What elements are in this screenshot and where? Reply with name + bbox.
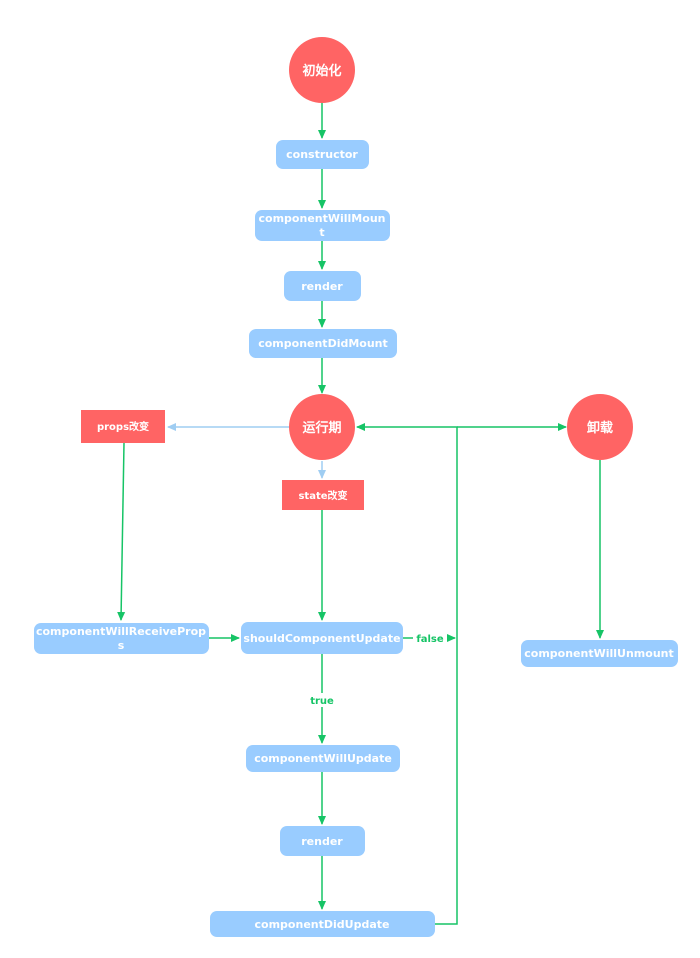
svg-text:卸载: 卸载 [587,420,613,436]
state-changed-node: state改变 [282,480,364,510]
render-update-node: render [280,826,365,856]
svg-text:constructor: constructor [286,148,358,161]
state-unload: 卸载 [567,394,633,460]
state-init: 初始化 [289,37,355,103]
edge-labels: false true [308,631,447,707]
svg-text:t: t [319,226,324,239]
svg-text:state改变: state改变 [298,489,347,502]
svg-text:componentDidUpdate: componentDidUpdate [255,918,390,931]
should-component-update-node: shouldComponentUpdate [241,622,403,654]
component-will-unmount-node: componentWillUnmount [521,640,678,667]
svg-text:初始化: 初始化 [302,63,341,79]
state-running: 运行期 [289,394,355,460]
false-label: false [416,634,443,645]
svg-text:render: render [301,835,343,848]
svg-text:props改变: props改变 [97,420,149,433]
edge-didupdate-loop-running [356,423,458,925]
component-will-receive-props-node: componentWillReceiveProp s [34,623,209,654]
svg-text:shouldComponentUpdate: shouldComponentUpdate [243,632,400,645]
svg-text:componentWillReceiveProp: componentWillReceiveProp [36,625,206,638]
true-label: true [310,696,334,707]
edges [117,102,604,925]
svg-text:componentWillUnmount: componentWillUnmount [524,647,674,660]
svg-text:componentWillUpdate: componentWillUpdate [254,752,392,765]
edge-props-willreceive [117,442,126,621]
svg-text:componentWillMoun: componentWillMoun [259,212,386,225]
svg-text:componentDidMount: componentDidMount [258,337,388,350]
render-mount-node: render [284,271,361,301]
props-changed-node: props改变 [81,410,165,443]
component-will-update-node: componentWillUpdate [246,745,400,772]
svg-text:s: s [118,639,125,652]
component-will-mount-node: componentWillMoun t [255,210,390,241]
svg-text:运行期: 运行期 [302,420,341,436]
constructor-node: constructor [276,140,369,169]
component-did-mount-node: componentDidMount [249,329,397,358]
svg-text:render: render [301,280,343,293]
component-did-update-node: componentDidUpdate [210,911,435,937]
